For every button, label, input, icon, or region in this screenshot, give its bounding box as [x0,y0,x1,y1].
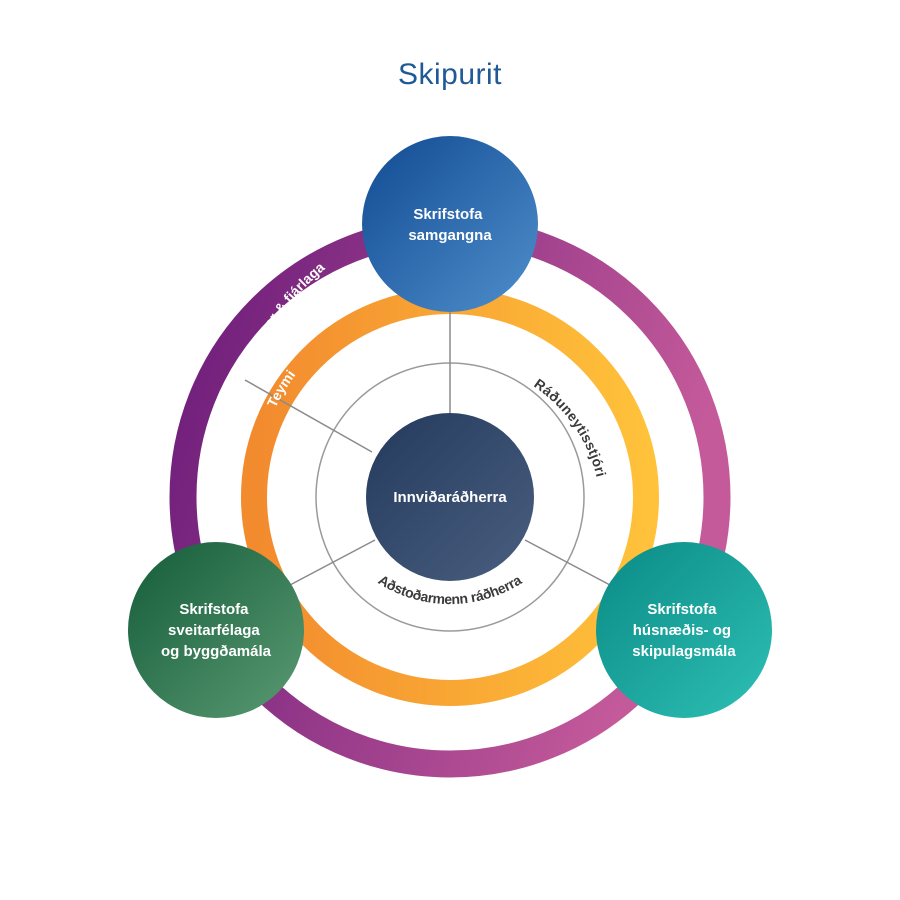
center-node: Innviðaráðherra [366,413,534,581]
left-node-label: Skrifstofa sveitarfélaga og byggðamála [161,601,272,660]
connector-upper-left [244,379,373,453]
connector-left [289,539,376,586]
page-title: Skipurit [397,58,503,91]
inner-ring-label-top: Ráðuneytisstjóri [531,375,609,478]
top-node: Skrifstofa samgangna [362,136,538,312]
right-node: Skrifstofa húsnæðis- og skipulagsmála [596,542,772,718]
left-node: Skrifstofa sveitarfélaga og byggðamála [128,542,304,718]
right-node-label: Skrifstofa húsnæðis- og skipulagsmála [632,601,736,660]
top-node-label: Skrifstofa samgangna [408,206,492,244]
connector-right [524,539,611,586]
center-node-label: Innviðaráðherra [393,489,507,506]
